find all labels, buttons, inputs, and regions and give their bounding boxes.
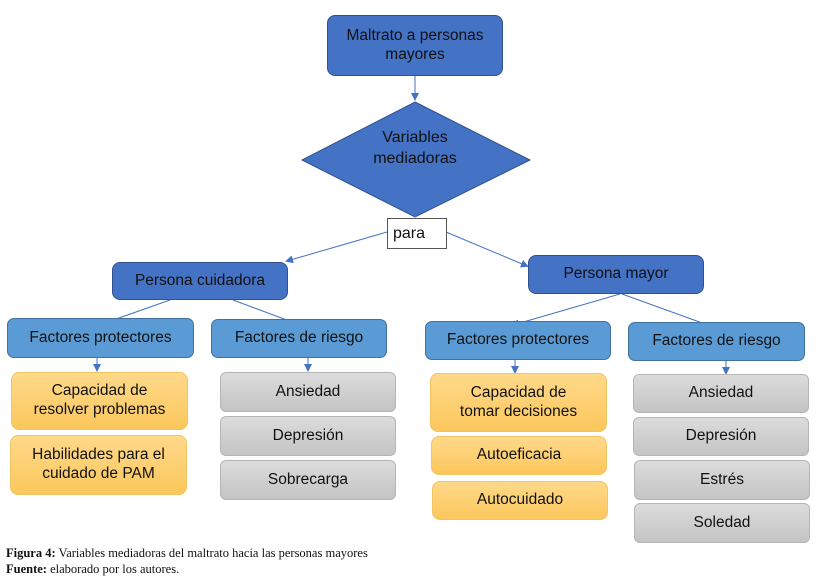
left-risk-item: Depresión xyxy=(220,416,396,456)
source-label: Fuente: xyxy=(6,562,47,576)
left-protective-item: Habilidades para el cuidado de PAM xyxy=(10,435,187,495)
arrow-older-to-protective xyxy=(511,293,621,328)
source-caption: Fuente: elaborado por los autores. xyxy=(6,562,179,577)
figure-label: Figura 4: xyxy=(6,546,56,560)
left-protective-label: Factores protectores xyxy=(29,328,172,346)
older-person-node: Persona mayor xyxy=(528,255,704,294)
right-protective-item: Capacidad de tomar decisiones xyxy=(430,373,607,432)
root-node: Maltrato a personas mayores xyxy=(327,15,503,76)
item-label: Depresión xyxy=(272,426,344,444)
item-label: Ansiedad xyxy=(688,384,754,402)
left-risk-factors: Factores de riesgo xyxy=(211,319,387,358)
item-label: Autoeficacia xyxy=(476,446,562,464)
source-text: elaborado por los autores. xyxy=(46,562,180,576)
caregiver-node: Persona cuidadora xyxy=(112,262,288,300)
left-protective-item: Capacidad de resolver problemas xyxy=(11,372,188,430)
figure-caption: Figura 4: Variables mediadoras del maltr… xyxy=(6,546,368,561)
right-risk-item: Estrés xyxy=(634,460,810,500)
arrow-para-to-caregiver xyxy=(285,231,388,264)
right-protective-label: Factores protectores xyxy=(446,331,590,349)
right-risk-label: Factores de riesgo xyxy=(652,332,781,350)
item-label: Estrés xyxy=(700,470,744,488)
left-risk-label: Factores de riesgo xyxy=(234,329,364,347)
right-risk-item: Soledad xyxy=(634,503,810,543)
left-risk-item: Ansiedad xyxy=(220,372,396,412)
item-label: Sobrecarga xyxy=(267,470,349,488)
item-label: Habilidades para el cuidado de PAM xyxy=(32,446,165,482)
right-risk-item: Depresión xyxy=(633,417,809,456)
arrow-para-to-older-person xyxy=(445,231,529,268)
figure-text: Variables mediadoras del maltrato hacia … xyxy=(55,546,368,560)
decision-text: Variables mediadoras xyxy=(373,129,457,167)
left-risk-item: Sobrecarga xyxy=(220,460,396,500)
right-risk-factors: Factores de riesgo xyxy=(628,322,805,361)
item-label: Autocuidado xyxy=(476,491,564,509)
right-protective-item: Autocuidado xyxy=(432,481,608,520)
item-label: Capacidad de tomar decisiones xyxy=(459,383,578,420)
item-label: Soledad xyxy=(693,513,751,531)
older-person-label: Persona mayor xyxy=(563,265,669,283)
root-label: Maltrato a personas mayores xyxy=(346,26,484,63)
item-label: Ansiedad xyxy=(275,382,341,400)
right-protective-factors: Factores protectores xyxy=(425,321,611,360)
left-protective-factors: Factores protectores xyxy=(7,318,194,358)
item-label: Capacidad de resolver problemas xyxy=(33,382,166,418)
right-risk-item: Ansiedad xyxy=(633,374,809,413)
item-label: Depresión xyxy=(685,427,757,445)
para-label: para xyxy=(393,224,426,242)
caregiver-label: Persona cuidadora xyxy=(134,271,266,289)
decision-label: Variables mediadoras xyxy=(300,128,530,170)
right-protective-item: Autoeficacia xyxy=(431,436,607,475)
para-connector: para xyxy=(387,218,447,249)
